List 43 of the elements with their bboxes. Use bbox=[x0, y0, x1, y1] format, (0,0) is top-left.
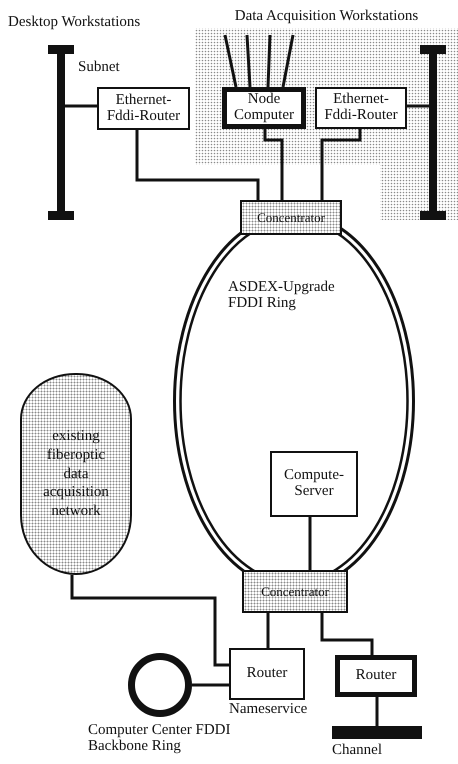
workstation-line bbox=[224, 34, 238, 88]
router-box bbox=[97, 87, 190, 130]
area-title: Data Acquisition Workstations bbox=[234, 9, 418, 25]
heading-label: Desktop Workstations bbox=[8, 14, 142, 31]
node-caption: Channel bbox=[332, 743, 383, 759]
connector-line bbox=[266, 613, 270, 648]
router-box bbox=[335, 655, 417, 697]
workstation-line bbox=[282, 34, 294, 88]
server-box bbox=[270, 451, 358, 517]
node-label: existing fiberoptic data acquisition network bbox=[42, 427, 110, 521]
node-caption: Computer Center FDDI Backbone Ring bbox=[88, 723, 232, 754]
node-caption: Nameservice bbox=[229, 702, 308, 718]
connector-line bbox=[70, 575, 229, 666]
router-box bbox=[315, 87, 407, 129]
workstation-line bbox=[246, 34, 252, 88]
connector-line bbox=[376, 697, 378, 726]
node-label: Concentrator bbox=[257, 210, 325, 224]
connector-line bbox=[192, 684, 229, 686]
connector-line bbox=[65, 104, 97, 108]
computer-box bbox=[222, 87, 306, 129]
node-label: Ethernet- Fddi-Router bbox=[106, 92, 182, 124]
connector-line bbox=[264, 129, 284, 200]
connector-line bbox=[136, 130, 260, 200]
node-label: Concentrator bbox=[261, 584, 329, 598]
channel-bar bbox=[332, 726, 422, 739]
connector-line bbox=[320, 613, 374, 655]
backbone-ring bbox=[128, 653, 192, 717]
concentrator-box bbox=[240, 200, 342, 235]
connector-line bbox=[308, 517, 312, 570]
concentrator-box bbox=[242, 570, 348, 613]
subnet-bar bbox=[48, 45, 74, 220]
connector-line bbox=[407, 104, 429, 108]
node-caption: Subnet bbox=[78, 60, 121, 76]
node-label: Router bbox=[246, 666, 288, 682]
node-label: Node Computer bbox=[233, 92, 295, 124]
workstation-line bbox=[266, 34, 272, 88]
subnet-bar bbox=[420, 45, 446, 220]
router-box bbox=[229, 648, 305, 700]
node-label: Ethernet- Fddi-Router bbox=[323, 92, 399, 124]
node-label: Router bbox=[356, 668, 396, 684]
connector-line bbox=[320, 129, 362, 200]
node-label: ASDEX-Upgrade FDDI Ring bbox=[228, 280, 336, 312]
node-label: Compute- Server bbox=[283, 468, 345, 500]
